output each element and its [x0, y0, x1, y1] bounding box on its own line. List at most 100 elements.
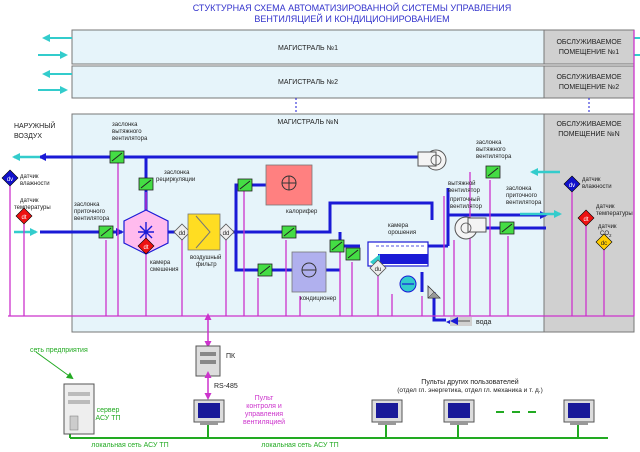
exhaust-damper-label-a: заслонка: [112, 122, 138, 128]
conditioner: [291, 251, 327, 293]
supply-damper-right-label-b: приточного: [506, 193, 538, 199]
mixing-temp-sensor: dt: [137, 237, 155, 255]
outside-air-label-b: ВОЗДУХ: [14, 133, 42, 140]
mixing-chamber-icon: [138, 222, 154, 240]
co2-label-b: CO2: [600, 231, 612, 238]
room-2-label-b: ПОМЕЩЕНИЕ №2: [559, 84, 619, 91]
exhaust-damper-label-b: вытяжного: [112, 129, 142, 135]
control-panel-monitor: [193, 399, 225, 425]
svg-text:dd: dd: [179, 231, 186, 237]
supply-damper-label-c: вентилятора: [74, 216, 110, 222]
recirc-damper-label-b: рециркуляции: [156, 177, 195, 183]
room-1-label-b: ПОМЕЩЕНИЕ №1: [559, 49, 619, 56]
exhaust-fan-label-b: вентилятор: [448, 188, 481, 194]
signal-lines: [8, 30, 635, 317]
svg-text:dv: dv: [569, 183, 575, 189]
room-n-label-a: ОБСЛУЖИВАЕМОЕ: [556, 121, 621, 128]
control-panel-label-b: контроля и: [246, 403, 282, 410]
control-panel-label-d: вентиляцией: [243, 418, 285, 426]
enterprise-net-arrow: [35, 351, 74, 380]
other-panels-label-b: (отдел гл. энергетика, отдел гл. механик…: [397, 387, 543, 394]
humidity-sensor-left: dv: [1, 169, 19, 187]
room-2-label-a: ОБСЛУЖИВАЕМОЕ: [556, 74, 621, 81]
enterprise-net-label: сеть предприятия: [30, 347, 88, 354]
lan-drops: [69, 424, 579, 438]
svg-text:du: du: [375, 267, 382, 273]
svg-text:dc: dc: [601, 241, 607, 247]
room-1-label-a: ОБСЛУЖИВАЕМОЕ: [556, 39, 621, 46]
svg-text:dd: dd: [223, 231, 230, 237]
mixing-label-a: камера: [150, 260, 171, 266]
pc-label: ПК: [226, 353, 236, 360]
svg-text:dt: dt: [583, 217, 588, 223]
temp-right-label-b: температуры: [596, 211, 633, 217]
server-tower: [63, 383, 95, 435]
humidity-right-label-b: влажности: [582, 184, 612, 190]
air-filter: [187, 213, 221, 251]
rs485-label: RS-485: [214, 383, 238, 390]
irrigation-water-bar: [378, 254, 428, 264]
user-monitor-1: [371, 399, 403, 425]
user-monitor-2: [443, 399, 475, 425]
diagram-title: СТУКТУРНАЯ СХЕМА АВТОМАТИЗИРОВАННОЙ СИСТ…: [193, 2, 512, 13]
control-panel-label-a: Пульт: [255, 395, 275, 402]
co2-label-a: датчик: [598, 224, 617, 230]
exhaust-damper-right-label-a: заслонка: [476, 140, 502, 146]
exhaust-fan: [417, 149, 447, 171]
exhaust-damper-right-label-b: вытяжного: [476, 147, 506, 153]
server-label-a: сервер: [97, 407, 120, 414]
room-2-box: [543, 65, 635, 99]
supply-damper-label-b: приточного: [74, 209, 106, 215]
irrigation-label-b: орошения: [388, 230, 416, 236]
filter-label-a: воздушный: [190, 254, 221, 261]
co2-sensor: dc: [595, 233, 613, 251]
main-2-label: МАГИСТРАЛЬ №2: [278, 79, 338, 86]
mixing-label-b: смешения: [150, 267, 179, 273]
dd-sensor-right: [217, 223, 235, 241]
pc-unit: [195, 345, 221, 377]
svg-text:dt: dt: [21, 215, 26, 221]
other-panels-label-a: Пульты других пользователей: [421, 378, 518, 386]
supply-fan: [454, 216, 487, 240]
server-label-b: АСУ ТП: [95, 415, 120, 422]
filter-label-b: фильтр: [196, 262, 217, 268]
svg-text:dv: dv: [7, 177, 13, 183]
exhaust-damper-label-c: вентилятора: [112, 136, 148, 142]
main-n-label: МАГИСТРАЛЬ №N: [277, 119, 338, 126]
outside-air-label-a: НАРУЖНЫЙ: [14, 121, 55, 130]
temp-left-label-b: температуры: [14, 205, 51, 211]
temp-sensor-right: dt: [577, 209, 595, 227]
air-filter-icon: [195, 215, 211, 249]
recirc-damper-label-a: заслонка: [164, 170, 190, 176]
conditioner-label: кондиционер: [300, 296, 337, 302]
dampers: [98, 150, 515, 277]
main-2-box: [71, 65, 545, 99]
dd-sensor-left: [173, 223, 191, 241]
ducts: [38, 153, 548, 322]
supply-fan-label-a: приточный: [450, 196, 480, 203]
heater-label: калорифер: [286, 209, 318, 215]
diagram-subtitle: ВЕНТИЛЯЦИЕЙ И КОНДИЦИОНИРОВАНИЕМ: [254, 13, 449, 24]
humidity-left-label-a: датчик: [20, 174, 39, 180]
supply-damper-label-a: заслонка: [74, 202, 100, 208]
control-panel-label-c: управления: [245, 411, 283, 418]
exhaust-damper-right-label-c: вентилятора: [476, 154, 512, 160]
room-1-box: [543, 29, 635, 65]
pressure-sensors: dd dd: [173, 223, 235, 241]
temp-sensor-left: dt: [15, 207, 33, 225]
water-label: вода: [476, 319, 491, 326]
exhaust-fan-label-a: вытяжной: [448, 180, 476, 187]
room-n-label-b: ПОМЕЩЕНИЕ №N: [558, 131, 619, 138]
supply-damper-right-label-a: заслонка: [506, 186, 532, 192]
temp-right-label-a: датчик: [596, 204, 615, 210]
supply-fan-label-b: вентилятор: [450, 204, 483, 210]
supply-damper-right-label-c: вентилятора: [506, 200, 542, 206]
svg-text:dt: dt: [143, 245, 148, 251]
humidity-sensor-right: dv: [563, 175, 581, 193]
main-1-label: МАГИСТРАЛЬ №1: [278, 45, 338, 52]
du-sensor: [369, 259, 387, 277]
temp-left-label-a: датчик: [20, 198, 39, 204]
main-1-box: [71, 29, 545, 65]
